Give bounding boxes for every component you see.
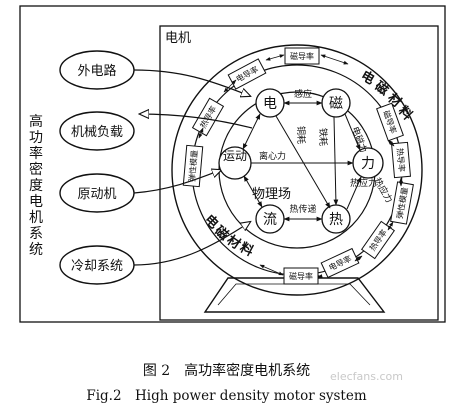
prime-mover-arrow <box>133 170 221 194</box>
elastic-box-right: 弹性模量 <box>390 181 414 225</box>
heat-transfer-label: 热传递 <box>289 203 316 215</box>
external-circuit-label: 外电路 <box>77 63 116 79</box>
edge-thermal-stress <box>346 176 362 210</box>
ring-char: 磁 <box>372 78 392 99</box>
system-title-char: 系 <box>29 226 43 242</box>
prime-mover-node: 原动机 <box>59 173 135 213</box>
electric-label: 电 <box>263 96 277 112</box>
flow-node: 流 <box>255 204 285 234</box>
thermal-box-bottom-right: 热导率 <box>360 220 396 260</box>
system-title-char: 机 <box>29 210 43 226</box>
magnetic-label: 磁 <box>329 96 343 112</box>
heat-label: 热 <box>329 212 343 228</box>
motion-node: 运动 <box>218 146 252 180</box>
system-title-char: 功 <box>29 130 43 146</box>
mechanical-load-node: 机械负载 <box>59 111 135 151</box>
watermark: elecfans.com <box>330 370 403 383</box>
ring-char: 电 <box>358 68 377 88</box>
magnetic-perm-box-top: 磁导率 <box>284 47 320 65</box>
external-circuit-node: 外电路 <box>59 50 135 90</box>
copper-loss-label: 铜耗 <box>295 126 307 144</box>
system-title: 高 功 率 密 度 电 机 系 统 <box>29 113 43 258</box>
cooling-system-node: 冷却系统 <box>59 245 135 285</box>
cooling-system-label: 冷却系统 <box>71 259 123 274</box>
inner-edges <box>242 100 362 222</box>
magnetic-perm-text: 磁导率 <box>290 51 314 61</box>
magnetic-perm-box-right: 磁导率 <box>376 102 404 142</box>
motion-label: 运动 <box>223 149 247 163</box>
figure-caption-english: Fig.2 High power density motor system <box>86 388 367 404</box>
outer-ring <box>171 44 423 296</box>
external-circuit-arrow <box>133 69 250 96</box>
system-title-char: 高 <box>29 113 43 130</box>
system-title-char: 统 <box>29 242 43 258</box>
flow-label: 流 <box>263 212 277 228</box>
motor-stand <box>203 277 386 313</box>
motor-label: 电机 <box>165 31 191 46</box>
induction-label: 感应 <box>294 88 312 100</box>
ring-arrows <box>198 54 403 279</box>
thermal-box-left: 热导率 <box>191 97 225 137</box>
edge-copper-loss <box>275 115 331 209</box>
mechanical-load-arrow <box>140 114 253 129</box>
magnetic-node: 磁 <box>321 88 351 118</box>
system-title-char: 度 <box>29 178 43 194</box>
thermal-stress-label: 热应力 <box>350 177 377 189</box>
electric-node: 电 <box>255 88 285 118</box>
thermal-text: 热导率 <box>395 148 407 173</box>
material-boxes: 电导率 磁导率 热导率 弹性模量 磁导率 热导率 弹性模量 热导率 <box>182 47 414 285</box>
system-title-char: 率 <box>29 145 43 162</box>
thermal-box-right: 热导率 <box>391 141 411 179</box>
heat-node: 热 <box>321 204 351 234</box>
elastic-text: 弹性模量 <box>187 150 200 183</box>
system-title-char: 密 <box>29 161 43 178</box>
mechanical-load-label: 机械负载 <box>71 125 123 140</box>
conductivity-box: 电导率 <box>227 58 267 90</box>
magnetic-perm-text: 磁导率 <box>289 271 313 281</box>
cooling-system-arrow <box>133 222 250 266</box>
iron-loss-label: 铁耗 <box>317 128 329 146</box>
system-boundary <box>19 5 446 323</box>
elastic-box-left: 弹性模量 <box>182 144 204 188</box>
centrifugal-label: 离心力 <box>259 150 286 162</box>
edge-em-force <box>344 113 361 151</box>
motor-boundary <box>159 25 439 321</box>
force-node: 力 <box>352 147 384 179</box>
em-force-label: 电磁力 <box>349 125 370 154</box>
external-arrows <box>133 69 253 266</box>
figure-caption-chinese: 图 2 高功率密度电机系统 <box>142 363 311 379</box>
edge-iron-loss <box>333 116 339 206</box>
edge-motion-electric <box>242 113 261 150</box>
conductivity-box-bottom: 电导率 <box>320 247 360 279</box>
prime-mover-label: 原动机 <box>77 187 116 202</box>
force-label: 力 <box>361 156 375 172</box>
system-title-char: 电 <box>29 194 43 210</box>
edge-motion-flow <box>243 175 263 208</box>
thermal-stress-2-label: 热应力 <box>371 176 395 205</box>
magnetic-perm-box-bottom: 磁导率 <box>283 267 319 285</box>
